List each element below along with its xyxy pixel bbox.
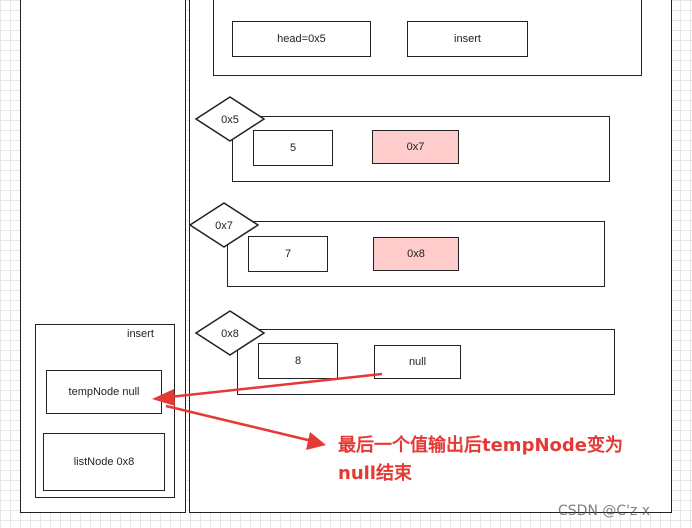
pointer-arrow [159, 372, 383, 400]
pointer-arrowhead [152, 389, 175, 406]
address-label: 0x8 [221, 328, 239, 340]
node-value: 7 [248, 236, 328, 272]
head-field: head=0x5 [232, 21, 371, 57]
node-value: 5 [253, 130, 333, 166]
address-diamond [194, 310, 266, 356]
address-diamond [194, 96, 266, 142]
annotation-line-1: 最后一个值输出后tempNode变为 [338, 435, 623, 456]
annotation-line-2: null结束 [338, 463, 412, 484]
address-diamond [188, 202, 260, 248]
watermark: CSDN @C'z x [558, 503, 651, 519]
address-label: 0x5 [221, 114, 239, 126]
annotation-arrowhead [306, 432, 326, 450]
annotation-text: 最后一个值输出后tempNode变为 null结束 [338, 432, 623, 488]
list-node-box: listNode 0x8 [43, 433, 165, 491]
node-value: 8 [258, 343, 338, 379]
node-next-pointer: null [374, 345, 461, 379]
temp-node-box: tempNode null [46, 370, 162, 414]
node-next-pointer: 0x7 [372, 130, 459, 164]
annotation-arrow [165, 404, 313, 443]
insert-frame-label: insert [127, 328, 154, 340]
method-field: insert [407, 21, 528, 57]
address-label: 0x7 [215, 220, 233, 232]
node-next-pointer: 0x8 [373, 237, 459, 271]
